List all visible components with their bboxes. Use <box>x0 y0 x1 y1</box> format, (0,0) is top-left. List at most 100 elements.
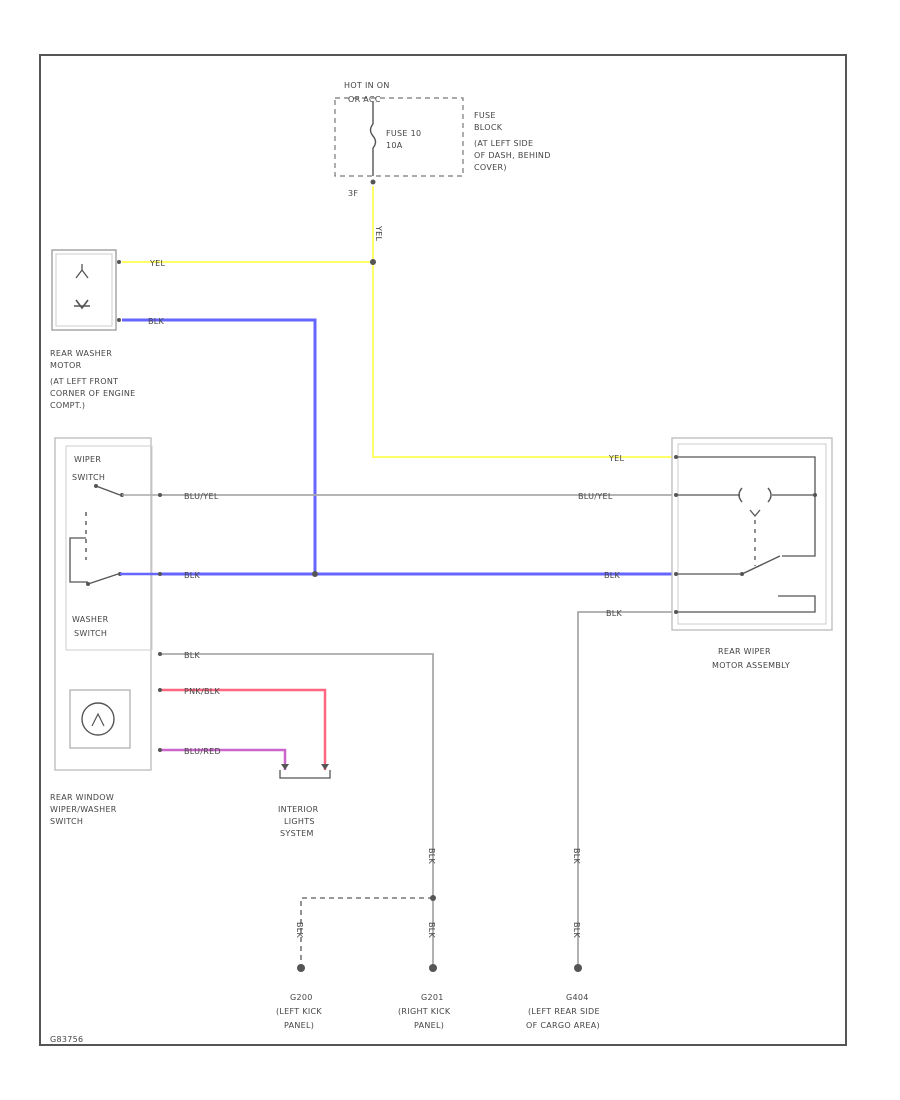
wire-label-yel-right: YEL <box>608 454 625 463</box>
washer-motor-label-3: (AT LEFT FRONT <box>50 377 118 386</box>
wiper-motor-brush <box>749 509 761 518</box>
motor-icon <box>74 299 90 310</box>
wiper-switch-label-2: SWITCH <box>72 473 105 482</box>
washer-motor-label-5: COMPT.) <box>50 401 85 410</box>
wire-label-yel-top: YEL <box>374 225 383 242</box>
washer-motor-label-4: CORNER OF ENGINE <box>50 389 135 398</box>
rear-washer-motor: REAR WASHER MOTOR (AT LEFT FRONT CORNER … <box>50 249 135 410</box>
washer-motor-label-2: MOTOR <box>50 361 82 370</box>
washer-motor-label-1: REAR WASHER <box>50 349 112 358</box>
interior-lights-label-3: SYSTEM <box>280 829 314 838</box>
pnk-blk-wire <box>160 688 327 770</box>
wiper-motor-inner <box>677 443 827 625</box>
washer-switch-blade <box>87 573 119 585</box>
switch-assembly-label-1: REAR WINDOW <box>50 793 114 802</box>
hot-label-2: OR ACC <box>348 95 381 104</box>
wiper-motor-pin-2 <box>674 493 678 497</box>
wire-label-blk-left: BLK <box>184 571 201 580</box>
ground-g404-label-1: G404 <box>566 993 589 1002</box>
ground-g201-label-1: G201 <box>421 993 444 1002</box>
wire-label-yel-washer: YEL <box>149 259 166 268</box>
diagram-frame <box>39 54 847 1046</box>
wiper-motor-feed <box>678 456 816 495</box>
switch-assembly-label-3: SWITCH <box>50 817 83 826</box>
washer-motor-box <box>51 249 117 331</box>
yellow-wires <box>122 186 672 458</box>
fuse-block-location-2: BLOCK <box>474 123 503 132</box>
diagram-code: G83756 <box>50 1035 83 1044</box>
wiper-park-lower <box>678 595 816 613</box>
interior-lights-label-1: INTERIOR <box>278 805 319 814</box>
lamp-icon <box>81 702 115 736</box>
wiper-motor-pin-1 <box>674 455 678 459</box>
fuse-pin-connector <box>370 179 376 185</box>
ground-dashed-link <box>300 897 433 968</box>
interior-lights-bracket <box>279 770 331 779</box>
wire-label-blu-yel-right: BLU/YEL <box>578 492 613 501</box>
switch-pin-4 <box>158 688 162 692</box>
ground-g404-label-3: OF CARGO AREA) <box>526 1021 600 1030</box>
wiper-motor-label-1: REAR WIPER <box>718 647 771 656</box>
switch-assembly-outer <box>54 437 152 771</box>
yel-to-wiper-motor <box>372 262 672 458</box>
wire-label-pnk-blk: PNK/BLK <box>184 687 220 696</box>
ground-splice <box>430 895 436 901</box>
fuse-rating-1: FUSE 10 <box>386 129 421 138</box>
wire-label-blk-motor: BLK <box>606 609 623 618</box>
switch-internal-link <box>69 537 88 583</box>
wiper-switch-blade <box>95 485 121 496</box>
fuse-icon <box>369 123 377 149</box>
wire-label-blk-switch-ground: BLK <box>184 651 201 660</box>
wiper-motor-pin-3 <box>674 572 678 576</box>
blk-motor-ground-wire <box>577 611 672 968</box>
ground-g200-label-1: G200 <box>290 993 313 1002</box>
rear-wiper-washer-switch: WIPER SWITCH WASHER SWITCH REAR WINDOW W… <box>50 437 162 826</box>
blk-washer-feed <box>122 318 317 574</box>
fuse-block-location-5: COVER) <box>474 163 507 172</box>
fuse-block-location-4: OF DASH, BEHIND <box>474 151 551 160</box>
wire-label-blk-v1: BLK <box>427 848 436 865</box>
interior-lights-connector: INTERIOR LIGHTS SYSTEM <box>278 764 331 838</box>
switch-assembly-inner <box>65 445 153 651</box>
switch-pin-2 <box>158 572 162 576</box>
lamp-filament <box>91 712 105 727</box>
wire-label-blu-red: BLU/RED <box>184 747 221 756</box>
ground-g201-label-3: PANEL) <box>414 1021 444 1030</box>
fuse-block: HOT IN ON OR ACC FUSE 10 10A FUSE BLOCK … <box>334 81 551 198</box>
rear-wiper-motor-assembly: REAR WIPER MOTOR ASSEMBLY <box>671 437 833 670</box>
blk-switch-ground-wire <box>160 653 434 968</box>
wiper-motor-pin-4 <box>674 610 678 614</box>
washer-switch-label-1: WASHER <box>72 615 109 624</box>
washer-pump-icon <box>75 264 89 279</box>
switch-pin-1 <box>158 493 162 497</box>
yel-splice <box>370 259 376 265</box>
ground-g200-label-2: (LEFT KICK <box>276 1007 322 1016</box>
ground-g200: G200 (LEFT KICK PANEL) <box>276 964 322 1030</box>
ground-g201-symbol <box>429 964 437 972</box>
wiper-park-upper <box>782 495 816 557</box>
wire-label-blk-v3: BLK <box>295 922 304 939</box>
washer-motor-inner <box>55 253 113 327</box>
wire-label-blu-yel-left: BLU/YEL <box>184 492 219 501</box>
blu-red-wire <box>160 748 287 770</box>
interior-lights-arrow-2 <box>321 764 329 770</box>
washer-switch-label-2: SWITCH <box>74 629 107 638</box>
ground-g200-label-3: PANEL) <box>284 1021 314 1030</box>
wire-label-blk-v4: BLK <box>572 848 581 865</box>
hot-label-1: HOT IN ON <box>344 81 390 90</box>
wire-label-blk-right: BLK <box>604 571 621 580</box>
motor-icon-wiper <box>738 487 772 503</box>
fuse-block-location-1: FUSE <box>474 111 496 120</box>
interior-lights-arrow-1 <box>281 764 289 770</box>
wiper-park-blade <box>741 555 781 575</box>
ground-g201: G201 (RIGHT KICK PANEL) <box>398 964 451 1030</box>
switch-assembly-label-2: WIPER/WASHER <box>50 805 117 814</box>
wiper-motor-outer <box>671 437 833 631</box>
fuse-block-box <box>334 97 464 177</box>
switch-pin-3 <box>158 652 162 656</box>
washer-motor-pin-1 <box>117 260 121 264</box>
ground-g200-symbol <box>297 964 305 972</box>
blue-wires <box>122 318 672 576</box>
wiper-motor-label-2: MOTOR ASSEMBLY <box>712 661 790 670</box>
